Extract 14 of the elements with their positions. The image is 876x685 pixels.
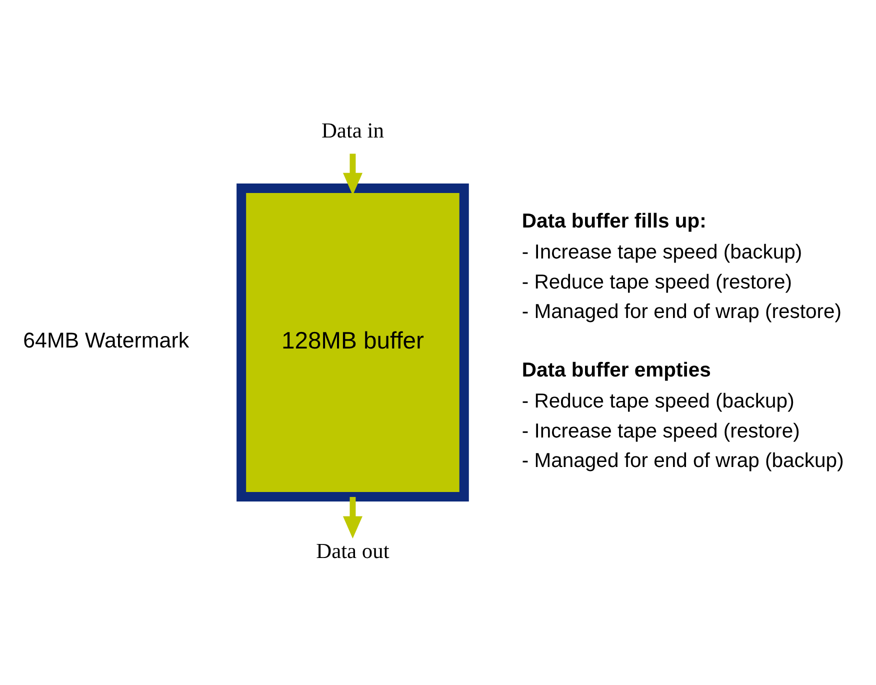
node-text: Data in [320, 118, 384, 142]
label: - Reduce tape speed (backup) [521, 390, 794, 413]
node-text: Data out [316, 539, 389, 564]
label: - Reduce tape speed (restore) [521, 271, 792, 294]
label: - Increase tape speed (backup) [521, 242, 802, 264]
label: Data buffer fills up: [521, 210, 706, 233]
label: 64MB Watermark [22, 328, 189, 353]
node-box: 128MB buffer [236, 183, 468, 502]
label: - Managed for end of wrap (restore) [521, 301, 842, 324]
arrow [342, 496, 362, 539]
label: Data buffer empties [521, 360, 710, 382]
arrow [342, 154, 362, 196]
label: - Managed for end of wrap (backup) [521, 450, 844, 472]
label: - Increase tape speed (restore) [521, 420, 800, 442]
